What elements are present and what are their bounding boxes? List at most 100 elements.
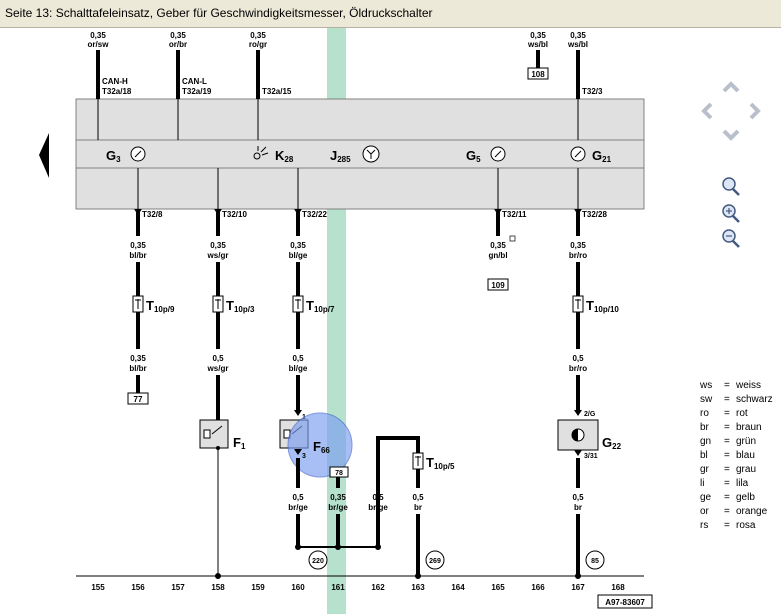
color-legend: ws=weiss sw=schwarz ro=rot br=braun gn=g… [699, 380, 773, 531]
wire-color-5: ws/bl [567, 40, 588, 49]
ground-ref-85[interactable]: 85 [585, 550, 605, 570]
ground-ref-269[interactable]: 269 [425, 550, 445, 570]
nav-left-icon[interactable] [701, 102, 713, 120]
svg-text:=: = [724, 506, 730, 517]
pin-t32-28: T32/28 [582, 210, 607, 219]
wire-size: 0,35 [130, 354, 146, 363]
wire-size: 0,5 [572, 354, 584, 363]
svg-text:85: 85 [591, 558, 599, 565]
pin-t32-10: T32/10 [222, 210, 247, 219]
svg-text:269: 269 [429, 558, 441, 565]
svg-text:orange: orange [736, 506, 768, 517]
axis-label: 156 [131, 583, 145, 592]
pin-t32-8: T32/8 [142, 210, 163, 219]
wire-color: bl/ge [289, 251, 308, 260]
wire-color: br [414, 503, 422, 512]
reference-box-108[interactable]: 108 [527, 67, 549, 80]
connector-label: T10p/9 [146, 298, 175, 314]
wire-color: br/ro [569, 251, 587, 260]
gauge-icon [130, 146, 146, 162]
nav-down-icon[interactable] [722, 129, 740, 141]
wire-size: 0,35 [330, 493, 346, 502]
axis-label: 166 [531, 583, 545, 592]
previous-page-icon[interactable] [39, 133, 49, 178]
wire-color: bl/ge [289, 364, 308, 373]
axis-label: 161 [331, 583, 345, 592]
switch-f1[interactable]: F1 [199, 419, 246, 451]
nav-right-icon[interactable] [749, 102, 761, 120]
svg-text:schwarz: schwarz [736, 394, 773, 405]
wire-size-3: 0,35 [250, 31, 266, 40]
axis-label: 163 [411, 583, 425, 592]
svg-text:br: br [700, 422, 710, 433]
reference-box-77[interactable]: 77 [127, 392, 149, 405]
control-unit-icon [362, 145, 380, 163]
wire-color: br/ro [569, 364, 587, 373]
svg-text:or: or [700, 506, 710, 517]
speedometer-sender-g22[interactable]: G22 [557, 419, 622, 451]
pin-arrow [294, 449, 302, 455]
svg-text:=: = [724, 450, 730, 461]
ground-ref-220[interactable]: 220 [308, 550, 328, 570]
connector-label: T10p/5 [426, 455, 455, 471]
nav-up-icon[interactable] [722, 81, 740, 93]
zoom-in-icon[interactable] [722, 204, 740, 223]
wiring-diagram: 0,35 or/sw 0,35 or/br 0,35 ro/gr 0,35 ws… [39, 28, 773, 614]
wire-size: 0,35 [290, 241, 306, 250]
svg-text:li: li [700, 478, 704, 489]
wire-color: br/ge [288, 503, 308, 512]
svg-text:gr: gr [700, 464, 710, 475]
wire-color: ws/gr [207, 251, 229, 260]
component-g3-label: G3 [106, 148, 121, 164]
instrument-cluster-panel [75, 98, 645, 210]
svg-text:77: 77 [134, 395, 143, 404]
wire-color-3: ro/gr [249, 40, 267, 49]
wire-size: 0,5 [572, 493, 584, 502]
pin-t32a-15: T32a/15 [262, 87, 292, 96]
svg-text:rot: rot [736, 408, 748, 419]
connector-t10p-10[interactable]: T10p/10 [572, 295, 619, 314]
gauge-icon [490, 146, 506, 162]
svg-text:weiss: weiss [735, 380, 761, 391]
wire-color: br/ge [328, 503, 348, 512]
svg-text:=: = [724, 478, 730, 489]
warning-lamp-icon [253, 146, 269, 160]
connector-t10p-9[interactable]: T10p/9 [132, 295, 175, 314]
ground-wires [296, 436, 580, 576]
pin-number: 3 [302, 453, 306, 460]
svg-text:=: = [724, 394, 730, 405]
reference-box-78[interactable]: 78 [329, 466, 349, 478]
wire-color: bl/br [129, 251, 146, 260]
connector-label: T10p/7 [306, 298, 335, 314]
svg-text:78: 78 [335, 470, 343, 477]
svg-text:grün: grün [736, 436, 756, 447]
connector-t10p-5[interactable]: T10p/5 [412, 452, 455, 471]
window-title-bar: Seite 13: Schalttafeleinsatz, Geber für … [0, 0, 781, 28]
axis-label: 157 [171, 583, 185, 592]
connector-t10p-7[interactable]: T10p/7 [292, 295, 335, 314]
signal-can-h: CAN-H [102, 77, 128, 86]
wire-size-5: 0,35 [570, 31, 586, 40]
wire-size: 0,35 [210, 241, 226, 250]
svg-text:lila: lila [736, 478, 749, 489]
wire-size: 0,5 [212, 354, 224, 363]
component-g21-label: G21 [592, 148, 612, 164]
zoom-highlight-circle [287, 412, 353, 478]
connector-t10p-3[interactable]: T10p/3 [212, 295, 255, 314]
pin-t32-22: T32/22 [302, 210, 327, 219]
axis-label: 167 [571, 583, 585, 592]
svg-text:=: = [724, 464, 730, 475]
junction-dots [215, 544, 581, 579]
svg-text:=: = [724, 436, 730, 447]
component-k28-label: K28 [275, 148, 294, 164]
pin-arrow [574, 410, 582, 416]
wire-size-1: 0,35 [90, 31, 106, 40]
pin-arrows [134, 209, 582, 215]
magnifier-icon[interactable] [722, 177, 740, 196]
reference-box-109[interactable]: 109 [487, 278, 509, 291]
pin-label-2g: 2/G [584, 411, 596, 418]
zoom-out-icon[interactable] [722, 229, 740, 248]
wire-size: 0,5 [412, 493, 424, 502]
wire-color-4: ws/bl [527, 40, 548, 49]
svg-text:220: 220 [312, 558, 324, 565]
